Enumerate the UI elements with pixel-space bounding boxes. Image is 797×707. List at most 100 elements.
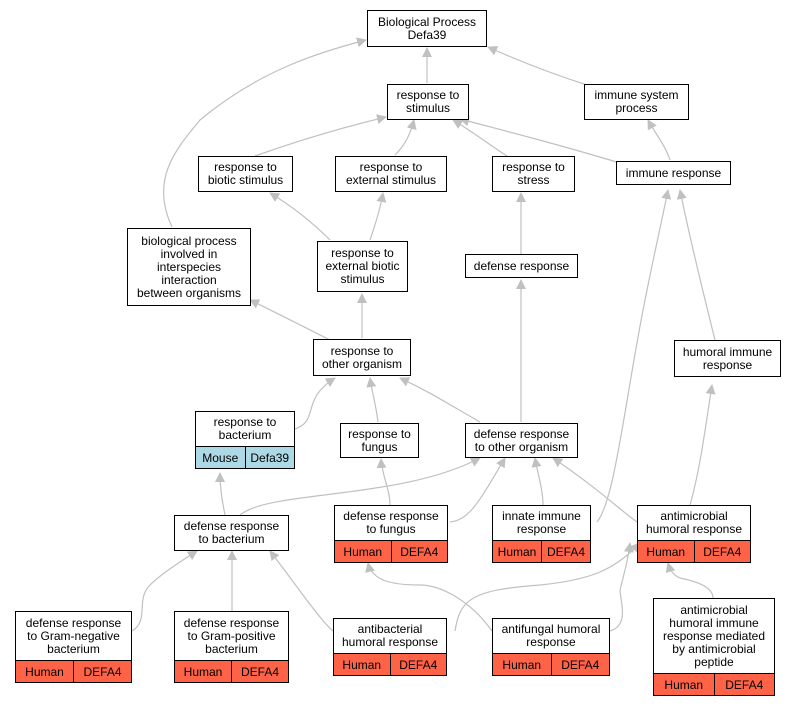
node-label: defense response <box>473 258 570 273</box>
species-label: Human <box>646 544 686 559</box>
go-node-interspecies-interaction[interactable]: biological process involved in interspec… <box>127 228 251 306</box>
go-node-defense-response-to-fungus[interactable]: defense response to fungus Human DEFA4 <box>334 505 448 563</box>
edge-immune-resp-to-immune-system <box>647 119 671 161</box>
gene-label[interactable]: Defa39 <box>244 447 295 468</box>
edge-external-to-stimulus <box>394 119 417 156</box>
node-label: immune system process <box>594 88 679 115</box>
annotation-row: Human DEFA4 <box>654 673 774 695</box>
edge-peptide-to-amh <box>665 562 714 599</box>
edge-antifungal-to-amh <box>609 542 634 632</box>
go-node-antimicrobial-peptide-response[interactable]: antimicrobial humoral immune response me… <box>653 598 775 696</box>
species-label: Human <box>664 677 704 692</box>
go-node-antifungal-humoral-response[interactable]: antifungal humoral response Human DEFA4 <box>492 618 610 676</box>
species-label: Mouse <box>202 450 239 465</box>
edge-antibact-to-def-bact <box>269 550 334 632</box>
node-label: Biological Process Defa39 <box>377 14 477 42</box>
edge-amh-to-humoral <box>689 384 716 506</box>
node-label: response to stimulus <box>396 88 460 115</box>
go-node-root[interactable]: Biological Process Defa39 <box>367 10 487 47</box>
annotation-row: Human DEFA4 <box>175 660 288 682</box>
edge-antifungal-to-def-fungus <box>365 562 493 632</box>
edge-innate-to-def-other <box>531 457 544 506</box>
edge-biotic-to-stimulus <box>254 114 387 157</box>
edge-def-other-to-other-org <box>399 377 481 423</box>
annotation-row: Human DEFA4 <box>335 540 447 562</box>
node-label: antibacterial humoral response <box>341 622 439 649</box>
node-label: antifungal humoral response <box>501 622 601 649</box>
edge-other-org-to-interspecies <box>249 299 331 341</box>
go-node-defense-response-gram-positive[interactable]: defense response to Gram-positive bacter… <box>174 611 289 683</box>
edge-immune-resp-to-stimulus <box>459 116 621 164</box>
species-label: Human <box>497 544 537 559</box>
node-label: response to stress <box>502 160 565 187</box>
go-node-immune-system-process[interactable]: immune system process <box>584 84 689 120</box>
edge-bacterium-to-other-org <box>294 377 336 430</box>
edge-humoral-to-immune-resp <box>676 189 716 341</box>
node-label: response to fungus <box>348 426 411 454</box>
edge-fungus-to-other-org <box>366 377 379 423</box>
edge-immune-system-to-root <box>487 46 591 87</box>
edge-antibact-to-amh <box>454 542 641 632</box>
go-node-defense-response-to-other-organism[interactable]: defense response to other organism <box>465 423 578 458</box>
species-label: Human <box>343 544 383 559</box>
annotation-row: Human DEFA4 <box>16 660 131 682</box>
node-label: antimicrobial humoral response <box>645 509 743 536</box>
go-node-defense-response[interactable]: defense response <box>465 254 578 278</box>
edge-interspecies-to-root <box>162 37 367 228</box>
node-label: humoral immune response <box>682 344 773 372</box>
go-node-antimicrobial-humoral-response[interactable]: antimicrobial humoral response Human DEF… <box>637 505 751 563</box>
go-node-response-to-stress[interactable]: response to stress <box>492 156 575 192</box>
edge-def-fungus-to-def-other <box>449 457 506 523</box>
go-node-immune-response[interactable]: immune response <box>616 161 731 185</box>
edge-def-bact-to-def-other <box>239 457 481 516</box>
annotation-row: Mouse Defa39 <box>196 446 294 468</box>
gene-label[interactable]: DEFA4 <box>389 654 447 675</box>
go-node-response-to-stimulus[interactable]: response to stimulus <box>387 84 469 120</box>
go-node-response-to-external-stimulus[interactable]: response to external stimulus <box>335 156 447 192</box>
gene-label[interactable]: DEFA4 <box>73 661 131 682</box>
node-label: antimicrobial humoral immune response me… <box>662 602 766 669</box>
gene-label[interactable]: DEFA4 <box>390 541 448 562</box>
go-node-defense-response-gram-negative[interactable]: defense response to Gram-negative bacter… <box>15 611 132 683</box>
gene-label[interactable]: DEFA4 <box>713 674 775 695</box>
edge-ext-biotic-to-biotic <box>269 192 331 241</box>
edge-amh-to-def-other <box>552 457 638 523</box>
node-label: response to biotic stimulus <box>207 160 284 187</box>
gene-label[interactable]: DEFA4 <box>541 541 590 562</box>
edge-innate-to-immune-resp <box>596 189 672 523</box>
edge-def-bact-to-bacterium <box>215 472 226 516</box>
node-label: defense response to fungus <box>343 509 439 536</box>
go-node-innate-immune-response[interactable]: innate immune response Human DEFA4 <box>492 505 591 563</box>
edge-ext-biotic-to-external <box>369 192 387 241</box>
species-label: Human <box>25 664 64 679</box>
annotation-row: Human DEFA4 <box>493 653 609 675</box>
go-node-antibacterial-humoral-response[interactable]: antibacterial humoral response Human DEF… <box>333 618 447 676</box>
node-label: response to bacterium <box>213 415 277 442</box>
node-label: response to external biotic stimulus <box>325 246 400 286</box>
gene-label[interactable]: DEFA4 <box>231 661 288 682</box>
edge-gramneg-to-def-bact <box>131 550 198 632</box>
edge-stress-to-stimulus <box>452 119 508 157</box>
node-label: innate immune response <box>502 509 581 536</box>
species-label: Human <box>502 657 542 672</box>
node-label: defense response to bacterium <box>183 519 280 546</box>
go-node-response-to-bacterium[interactable]: response to bacterium Mouse Defa39 <box>195 411 295 469</box>
node-label: response to external stimulus <box>345 160 437 187</box>
go-node-response-to-biotic-stimulus[interactable]: response to biotic stimulus <box>198 156 293 192</box>
edge-def-fungus-to-fungus <box>376 458 391 506</box>
species-label: Human <box>342 657 382 672</box>
annotation-row: Human DEFA4 <box>638 540 750 562</box>
go-node-defense-response-to-bacterium[interactable]: defense response to bacterium <box>174 515 289 551</box>
node-label: defense response to other organism <box>473 426 570 454</box>
node-label: immune response <box>625 165 722 180</box>
node-label: biological process involved in interspec… <box>136 233 242 300</box>
go-node-response-to-fungus[interactable]: response to fungus <box>340 423 419 458</box>
go-node-response-to-other-organism[interactable]: response to other organism <box>313 339 411 376</box>
annotation-row: Human DEFA4 <box>334 653 446 675</box>
go-node-humoral-immune-response[interactable]: humoral immune response <box>674 340 781 377</box>
go-node-response-to-external-biotic-stimulus[interactable]: response to external biotic stimulus <box>317 241 408 292</box>
gene-label[interactable]: DEFA4 <box>550 654 610 675</box>
gene-label[interactable]: DEFA4 <box>693 541 751 562</box>
node-label: defense response to Gram-positive bacter… <box>183 615 280 656</box>
